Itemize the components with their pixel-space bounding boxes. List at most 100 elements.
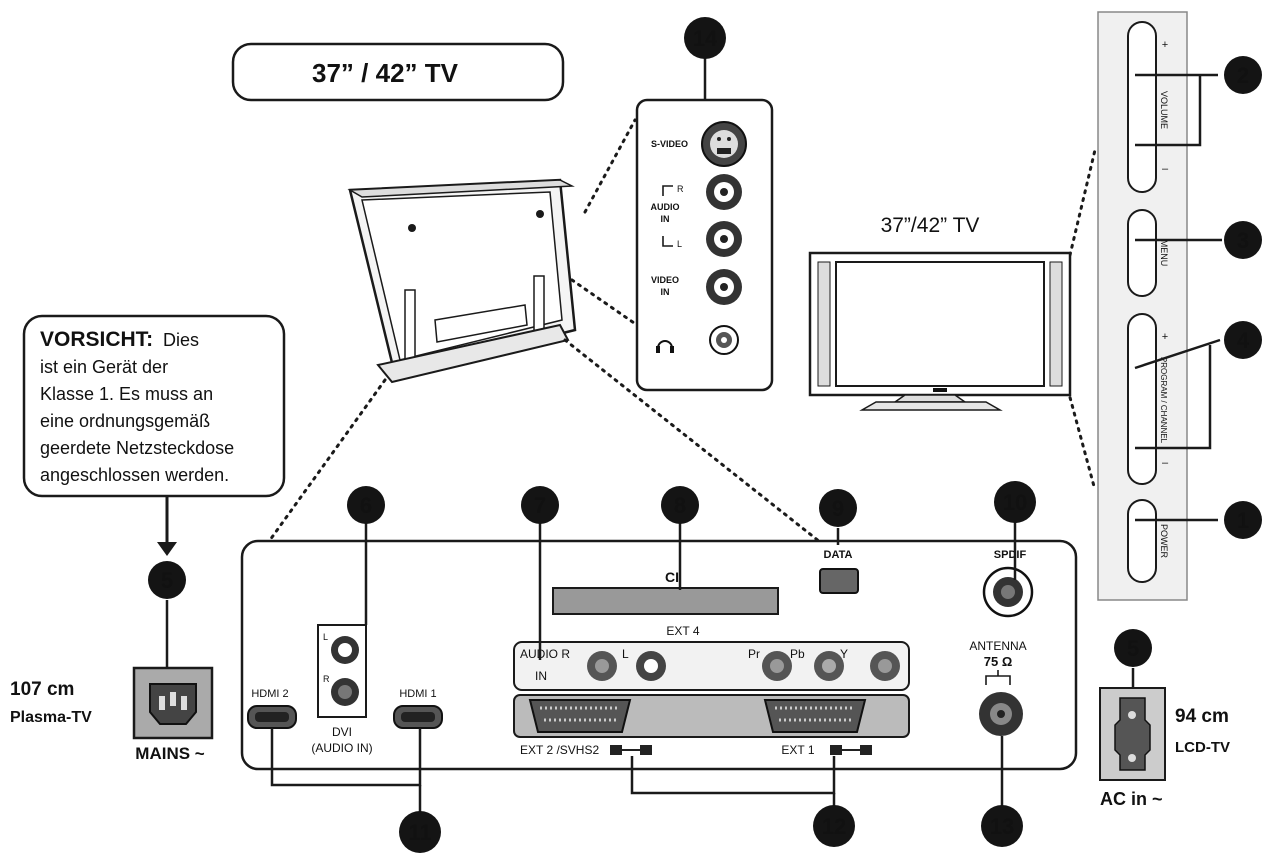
- spdif-jack: [982, 566, 1034, 618]
- headphone-icon: [656, 340, 674, 353]
- caution-line-0: Dies: [163, 330, 199, 350]
- callout-5-mains: 5: [148, 561, 186, 599]
- callout-9: 9: [819, 489, 857, 527]
- ext1-scart: [763, 699, 867, 733]
- caution-line-1: ist ein Gerät der: [40, 357, 168, 377]
- callout-13: 13: [981, 805, 1023, 847]
- audio-r-mark: R: [677, 184, 684, 194]
- callout-2: 2: [1224, 56, 1262, 94]
- callout-5b-text: 5: [1127, 636, 1139, 661]
- caution-heading: VORSICHT:: [40, 328, 153, 351]
- audio-in-label-2: IN: [661, 214, 670, 224]
- side-control-strip: + – VOLUME MENU + – PROGRAM / CHANNEL PO…: [1097, 11, 1222, 601]
- mains-type: Plasma-TV: [10, 709, 92, 726]
- caution-text: VORSICHT: Dies: [40, 328, 199, 351]
- antenna-jack: [979, 692, 1023, 736]
- callout-13-text: 13: [990, 814, 1014, 839]
- callout-8: 8: [661, 486, 699, 524]
- ac-size: 94 cm: [1175, 706, 1229, 727]
- scart-connector-row: EXT 2 /SVHS2 EXT 1: [513, 694, 910, 757]
- ext4-connector-row: AUDIO R IN L Pr Pb Y: [513, 641, 910, 691]
- antenna-label: ANTENNA: [969, 639, 1026, 653]
- audio-in-label: AUDIO: [651, 202, 680, 212]
- callout-1: 1: [1224, 501, 1262, 539]
- hdmi1-label: HDMI 1: [399, 688, 436, 700]
- mains-size: 107 cm: [10, 679, 74, 700]
- headphone-jack: [709, 325, 739, 355]
- callout-11-text: 11: [408, 820, 431, 845]
- ext4-audio-l-label: L: [622, 647, 629, 661]
- ext4-audio-r-label: AUDIO R: [520, 647, 570, 661]
- front-tv-label: 37”/42” TV: [881, 214, 980, 237]
- callout-12-text: 12: [822, 814, 846, 839]
- dvi-label: DVI: [332, 725, 352, 739]
- volume-plus: +: [1162, 39, 1168, 51]
- ext4-label: EXT 4: [666, 624, 699, 638]
- dvi-l-mark: L: [323, 632, 328, 642]
- caution-line-4: geerdete Netzsteckdose: [40, 438, 234, 458]
- video-in-label: VIDEO: [651, 275, 679, 285]
- dotted-leaders: [268, 118, 1097, 544]
- video-in-jack: [706, 269, 742, 305]
- hdmi1-port: [393, 705, 443, 729]
- dvi-audio-label: (AUDIO IN): [311, 741, 372, 755]
- side-connector-panel: S-VIDEO R AUDIO IN L VIDEO IN: [635, 98, 774, 392]
- ext1-label: EXT 1: [781, 743, 814, 757]
- hdmi2-label: HDMI 2: [251, 688, 288, 700]
- menu-label: MENU: [1159, 240, 1169, 267]
- callout-14: 14: [684, 17, 726, 59]
- ext2-scart: [528, 699, 632, 733]
- callout-14-text: 14: [693, 26, 718, 51]
- audio-l-jack: [706, 221, 742, 257]
- callout-12: 12: [813, 805, 855, 847]
- caution-box: VORSICHT: Dies ist ein Gerät der Klasse …: [22, 314, 286, 556]
- rear-tv-illustration: [347, 178, 577, 384]
- power-label: POWER: [1159, 524, 1169, 559]
- rear-connector-panel: HDMI 2 HDMI 1 L R DVI (AUDIO IN) CI EXT …: [240, 539, 1078, 771]
- dvi-r-mark: R: [323, 674, 330, 684]
- callout-5-ac: 5: [1114, 629, 1152, 667]
- caution-line-2: Klasse 1. Es muss an: [40, 384, 213, 404]
- audio-r-jack: [706, 174, 742, 210]
- ext4-pr-label: Pr: [748, 647, 760, 661]
- s-video-label: S-VIDEO: [651, 139, 688, 149]
- dvi-audio-block: L R DVI (AUDIO IN): [311, 624, 373, 755]
- caution-line-3: eine ordnungsgemäß: [40, 411, 210, 431]
- callout-7-text: 7: [534, 493, 546, 518]
- callout-9-text: 9: [832, 496, 844, 521]
- channel-minus: –: [1162, 457, 1169, 469]
- video-in-label-2: IN: [661, 287, 670, 297]
- mains-socket: MAINS ~ 107 cm Plasma-TV: [10, 600, 214, 763]
- mains-label: MAINS ~: [135, 744, 205, 763]
- hdmi2-port: [247, 705, 297, 729]
- title-box: 37” / 42” TV: [231, 42, 565, 102]
- title-text: 37” / 42” TV: [312, 58, 459, 88]
- callout-3-text: 3: [1237, 228, 1249, 253]
- callout-1-text: 1: [1237, 508, 1249, 533]
- ci-label: CI: [665, 569, 679, 585]
- spdif-label: SPDIF: [994, 549, 1027, 561]
- volume-label: VOLUME: [1159, 91, 1169, 129]
- callout-4: 4: [1224, 321, 1262, 359]
- ext4-y-label: Y: [840, 647, 848, 661]
- volume-minus: –: [1162, 163, 1169, 175]
- callout-5-text: 5: [161, 568, 173, 593]
- callout-7: 7: [521, 486, 559, 524]
- ac-label: AC in ~: [1100, 789, 1163, 809]
- callout-2-text: 2: [1237, 63, 1249, 88]
- ext4-pb-label: Pb: [790, 647, 805, 661]
- scart-io-icon-ext2: [610, 745, 652, 755]
- callout-4-text: 4: [1237, 328, 1250, 353]
- channel-plus: +: [1162, 331, 1168, 343]
- callout-6: 6: [347, 486, 385, 524]
- ac-type: LCD-TV: [1175, 739, 1230, 756]
- data-label: DATA: [824, 549, 853, 561]
- front-tv-illustration: 37”/42” TV: [808, 214, 1072, 411]
- audio-l-mark: L: [677, 239, 682, 249]
- callout-10-text: 10: [1003, 490, 1027, 515]
- channel-label: PROGRAM / CHANNEL: [1159, 357, 1168, 444]
- antenna-ohm: 75 Ω: [984, 654, 1013, 669]
- callout-6-text: 6: [360, 493, 372, 518]
- callout-3: 3: [1224, 221, 1262, 259]
